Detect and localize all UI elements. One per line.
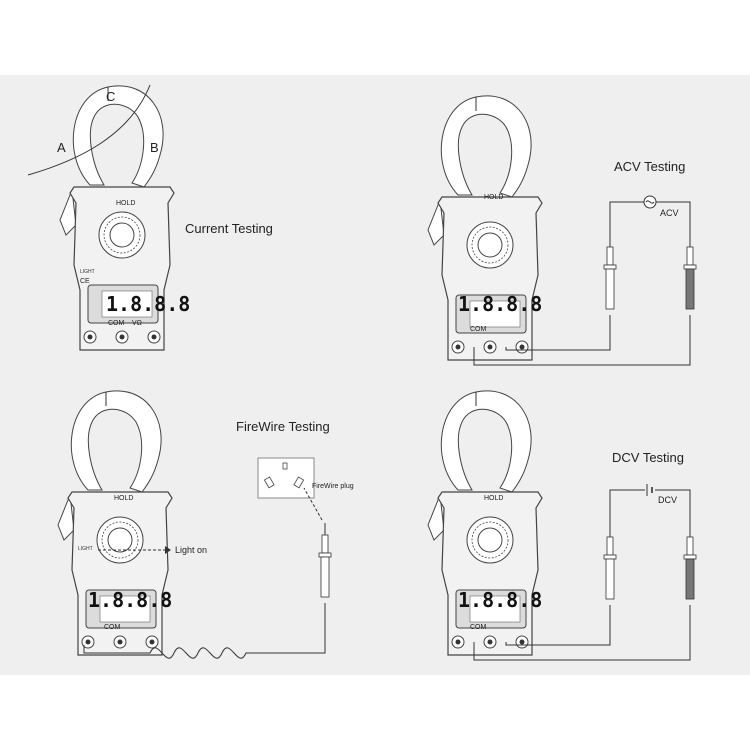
meter-display-value: 1.8.8.8: [458, 292, 542, 316]
panel-dcv-testing: 1.8.8.8 HOLD COM DCV DCV Testing: [427, 390, 697, 661]
lead-wire: [83, 603, 326, 659]
lead-wire-v: [505, 605, 611, 646]
lead-wire-com: [473, 605, 691, 661]
hold-label: HOLD: [484, 194, 503, 201]
current-testing-title: Current Testing: [185, 221, 273, 236]
probe-red: [683, 234, 697, 310]
com-label: COM: [104, 624, 121, 631]
conductor-wire: [27, 84, 151, 176]
com-label: COM: [470, 624, 487, 631]
meter-display-value: 1.8.8.8: [458, 588, 542, 612]
firewire-socket: [257, 457, 315, 499]
light-on-label: Light on: [175, 545, 207, 555]
light-label: LIGHT: [80, 269, 95, 275]
clamp-meter: [427, 390, 543, 656]
clamp-meter: [57, 390, 173, 656]
hold-label: HOLD: [114, 495, 133, 502]
diagram-svg: 1.8.8.8 HOLD COM VΩ LIGHT CE C A B Curre…: [27, 84, 697, 661]
hold-label: HOLD: [484, 495, 503, 502]
label-a: A: [57, 140, 66, 155]
dcv-label: DCV: [658, 495, 677, 505]
meter-display-value: 1.8.8.8: [88, 588, 172, 612]
ce-label: CE: [80, 278, 90, 285]
clamp-meter: [427, 95, 543, 361]
label-c: C: [106, 89, 115, 104]
label-b: B: [150, 140, 159, 155]
diagram-canvas: 1.8.8.8 HOLD COM VΩ LIGHT CE C A B Curre…: [0, 75, 750, 675]
lead-wire-v: [505, 315, 611, 351]
probe: [318, 522, 332, 598]
com-label: COM: [108, 320, 125, 327]
firewire-testing-title: FireWire Testing: [236, 419, 330, 434]
light-label: LIGHT: [78, 546, 93, 552]
meter-display-value: 1.8.8.8: [106, 292, 190, 316]
hold-label: HOLD: [116, 200, 135, 207]
panel-current-testing: 1.8.8.8 HOLD COM VΩ LIGHT CE C A B Curre…: [27, 84, 273, 351]
com-label: COM: [470, 326, 487, 333]
vo-label: VΩ: [132, 320, 142, 327]
lead-wire-com: [473, 315, 691, 366]
probe-black: [603, 524, 617, 600]
probe-black: [603, 234, 617, 310]
firewire-plug-label: FireWire plug: [312, 483, 354, 490]
panel-firewire-testing: 1.8.8.8 HOLD COM LIGHT Light on FireWire…: [57, 390, 354, 659]
panel-acv-testing: 1.8.8.8 HOLD COM ACV ACV Testing: [427, 95, 697, 366]
dcv-testing-title: DCV Testing: [612, 450, 684, 465]
acv-testing-title: ACV Testing: [614, 159, 685, 174]
probe-red: [683, 524, 697, 600]
acv-label: ACV: [660, 208, 679, 218]
